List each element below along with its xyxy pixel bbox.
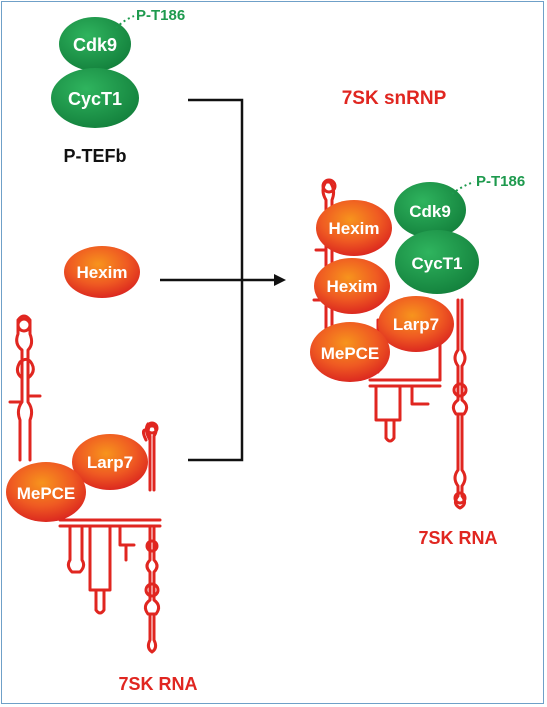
- left-cdk9-label: Cdk9: [73, 35, 117, 55]
- right-snrnp-complex: Cdk9 CycT1 P-T186 Hexim Hexim Larp7 MePC…: [310, 173, 525, 382]
- left-hexim: Hexim: [64, 246, 140, 298]
- snrnp-title: 7SK snRNP: [342, 88, 447, 109]
- right-hexim-top-label: Hexim: [328, 219, 379, 238]
- right-mepce-blob: [310, 322, 390, 382]
- left-ptefb-complex: Cdk9 CycT1 P-T186 P-TEFb: [51, 7, 185, 166]
- right-larp7-blob: [378, 296, 454, 352]
- arrow-head: [274, 274, 286, 286]
- left-larp7-blob: [72, 434, 148, 490]
- left-cdk9-subunit: [59, 17, 131, 71]
- right-larp7-label: Larp7: [393, 315, 439, 334]
- left-cyct1-label: CycT1: [68, 89, 122, 109]
- right-mepce-label: MePCE: [321, 344, 380, 363]
- left-phospho-label: P-T186: [136, 7, 185, 24]
- left-hexim-label: Hexim: [76, 263, 127, 282]
- left-rna-proteins: Larp7 MePCE: [6, 434, 148, 522]
- assembly-connector: [160, 98, 276, 462]
- right-cyct1-subunit: [395, 230, 479, 294]
- ptefb-label: P-TEFb: [64, 146, 127, 166]
- left-hexim-blob: [64, 246, 140, 298]
- left-7sk-rna-label: 7SK RNA: [118, 674, 197, 694]
- right-cdk9-label: Cdk9: [409, 202, 451, 221]
- left-cyct1-subunit: [51, 68, 139, 128]
- left-larp7-label: Larp7: [87, 453, 133, 472]
- right-hexim-bottom-label: Hexim: [326, 277, 377, 296]
- left-7sk-rna-structure: [8, 314, 162, 654]
- right-hexim-bottom-blob: [314, 258, 390, 314]
- right-7sk-rna-label: 7SK RNA: [418, 528, 497, 548]
- right-hexim-top-blob: [316, 200, 392, 256]
- right-cdk9-subunit: [394, 182, 466, 238]
- left-phospho-link: [115, 15, 135, 29]
- left-mepce-blob: [6, 462, 86, 522]
- right-phospho-label: P-T186: [476, 173, 525, 190]
- left-mepce-label: MePCE: [17, 484, 76, 503]
- right-cyct1-label: CycT1: [411, 254, 462, 273]
